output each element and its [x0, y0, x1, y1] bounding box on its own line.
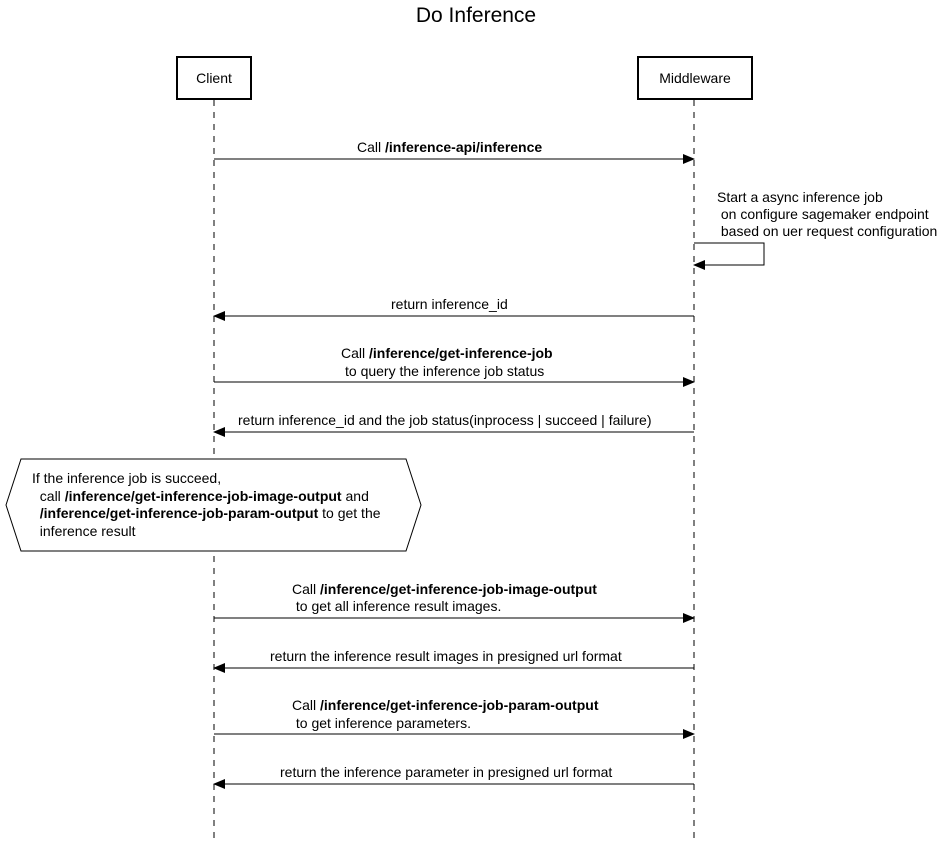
note-text: If the inference job is succeed, call /i… [32, 470, 381, 540]
diagram-title: Do Inference [415, 4, 537, 27]
message-line: based on uer request configuration [717, 223, 938, 239]
message-call-param-output: Call /inference/get-inference-job-param-… [292, 697, 598, 714]
message-prefix: Call [357, 139, 386, 155]
message-return-params: return the inference parameter in presig… [280, 764, 613, 780]
note-hexagon [5, 458, 422, 552]
note-line: and [341, 487, 369, 504]
note-line: to get the [318, 505, 381, 521]
message-call-get-job: Call /inference/get-inference-job [341, 345, 553, 362]
client-participant: Client [176, 56, 252, 100]
note-line: call [32, 487, 65, 504]
api-path: /inference/get-inference-job [369, 345, 553, 361]
api-path: /inference/get-inference-job-param-outpu… [320, 697, 599, 713]
message-prefix: Call [341, 345, 370, 361]
message-prefix: Call [292, 697, 321, 713]
message-line: on configure sagemaker endpoint [717, 206, 929, 222]
api-path: /inference/get-inference-job-image-outpu… [320, 581, 597, 597]
message-return-inference-id: return inference_id [391, 296, 508, 312]
middleware-label: Middleware [659, 70, 731, 86]
message-start-async-job: Start a async inference job on configure… [717, 189, 937, 240]
api-path: /inference/get-inference-job-param-outpu… [32, 505, 319, 521]
note-line: inference result [32, 522, 136, 539]
message-call-get-job-line2: to query the inference job status [345, 363, 545, 379]
api-path: /inference-api/inference [385, 139, 543, 155]
client-label: Client [196, 70, 232, 86]
note-line: If the inference job is succeed, [32, 470, 222, 486]
message-call-inference: Call /inference-api/inference [357, 139, 542, 156]
arrow-self-async-job [693, 242, 765, 270]
message-call-param-output-line2: to get inference parameters. [292, 715, 471, 731]
message-call-image-output-line2: to get all inference result images. [292, 598, 502, 614]
middleware-participant: Middleware [637, 56, 753, 100]
message-prefix: Call [292, 581, 321, 597]
message-return-images: return the inference result images in pr… [270, 648, 622, 664]
api-path: /inference/get-inference-job-image-outpu… [64, 487, 342, 504]
message-return-job-status: return inference_id and the job status(i… [238, 412, 652, 428]
message-call-image-output: Call /inference/get-inference-job-image-… [292, 581, 597, 598]
message-line: Start a async inference job [717, 189, 883, 205]
